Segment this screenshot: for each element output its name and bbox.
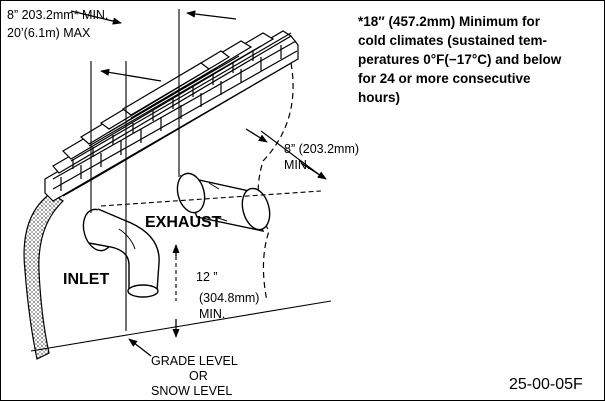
- cold-climate-note-line-2: cold climates (sustained tem-: [358, 33, 547, 48]
- side-clearance-label: 8” (203.2mm): [284, 142, 359, 156]
- exhaust-label: EXHAUST: [145, 214, 222, 231]
- top-clearance-label: 8” 203.2mm* MIN.: [7, 8, 108, 22]
- dimension-arrows: [70, 10, 327, 357]
- brick-wall: [44, 30, 299, 202]
- cold-climate-note-line-3: peratures 0°F(−17°C) and below: [358, 52, 562, 67]
- exhaust-pipe: [176, 172, 271, 232]
- grade-or-label: OR: [189, 369, 208, 383]
- cold-climate-note-line-4: for 24 or more consecutive: [358, 71, 531, 86]
- top-clearance-max-label: 20’(6.1m) MAX: [7, 26, 91, 40]
- cold-climate-note-line-1: *18″ (457.2mm) Minimum for: [358, 14, 541, 29]
- side-clearance-min-label: MIN.: [284, 158, 310, 172]
- inlet-pipe: [82, 208, 160, 298]
- inlet-label: INLET: [63, 271, 109, 288]
- reference-lines: [30, 9, 332, 352]
- foundation-edge: [23, 192, 64, 360]
- grade-clearance-value: 12 ”: [196, 270, 218, 284]
- grade-level-label: GRADE LEVEL: [151, 354, 238, 368]
- grade-clearance-min: MIN.: [199, 307, 225, 321]
- cold-climate-note-line-5: hours): [358, 90, 400, 105]
- figure-number: 25-00-05F: [509, 376, 583, 393]
- grade-clearance-metric: (304.8mm): [199, 291, 259, 305]
- snow-level-label: SNOW LEVEL: [151, 384, 232, 398]
